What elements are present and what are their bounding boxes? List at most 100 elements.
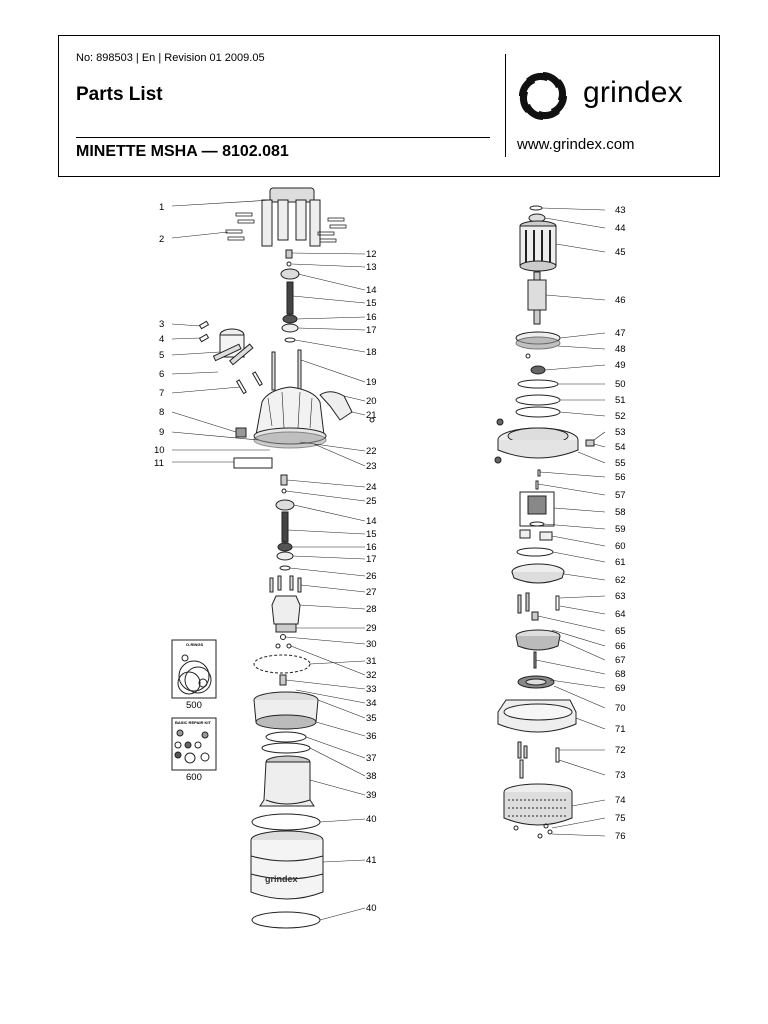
callout-2: 2 [159,234,164,245]
callout-69: 69 [615,683,626,694]
callout-40a: 40 [366,814,377,825]
callout-58: 58 [615,507,626,518]
callout-17a: 17 [366,325,377,336]
callout-53: 53 [615,427,626,438]
callout-35: 35 [366,713,377,724]
callout-74: 74 [615,795,626,806]
model-title: MINETTE MSHA — 8102.081 [76,143,289,160]
callout-15b: 15 [366,529,377,540]
callout-75: 75 [615,813,626,824]
callout-52: 52 [615,411,626,422]
callout-54: 54 [615,442,626,453]
callout-14b: 14 [366,516,377,527]
o-ring-kit-image [171,639,217,699]
callout-38: 38 [366,771,377,782]
callout-25: 25 [366,496,377,507]
callout-57: 57 [615,490,626,501]
header-box: No: 898503 | En | Revision 01 2009.05 Pa… [58,35,720,177]
callout-8: 8 [159,407,164,418]
stator-housing-part [259,731,315,807]
callout-33: 33 [366,684,377,695]
callout-16a: 16 [366,312,377,323]
callout-47: 47 [615,328,626,339]
callout-11: 11 [154,458,164,469]
callout-28: 28 [366,604,377,615]
callout-32: 32 [366,670,377,681]
callout-16b: 16 [366,542,377,553]
seal-and-impeller-parts [511,491,565,689]
callout-48: 48 [615,344,626,355]
callout-41: 41 [366,855,377,866]
callout-15a: 15 [366,298,377,309]
brand-name: grindex [583,76,683,109]
callout-59: 59 [615,524,626,535]
side-parts-left [198,320,273,469]
callout-26: 26 [366,571,377,582]
bolts-and-housing-part [269,575,302,649]
callout-51: 51 [615,395,626,406]
callout-13: 13 [366,262,377,273]
callout-60: 60 [615,541,626,552]
callout-34: 34 [366,698,377,709]
top-cover-part [253,349,375,449]
callout-40b: 40 [366,903,377,914]
callout-21: 21 [366,410,377,421]
callout-39: 39 [366,790,377,801]
kit-number-500: 500 [186,700,202,711]
callout-12: 12 [366,249,377,260]
document-number: No: 898503 | En | Revision 01 2009.05 [76,52,265,64]
callout-4: 4 [159,334,164,345]
cable-gland-parts [280,249,300,343]
callout-17b: 17 [366,554,377,565]
callout-56: 56 [615,472,626,483]
callout-31: 31 [366,656,377,667]
callout-45: 45 [615,247,626,258]
callout-63: 63 [615,591,626,602]
callout-55: 55 [615,458,626,469]
callout-65: 65 [615,626,626,637]
strainer-part [503,783,573,839]
callout-29: 29 [366,623,377,634]
callout-5: 5 [159,350,164,361]
callouts-left: 1 2 3 4 5 6 7 8 9 10 11 [154,202,165,469]
callout-43: 43 [615,205,626,216]
callout-6: 6 [159,369,164,380]
callout-37: 37 [366,753,377,764]
callout-23: 23 [366,461,377,472]
grindex-logo-icon [519,72,567,120]
callout-73: 73 [615,770,626,781]
callout-49: 49 [615,360,626,371]
handle-part [261,187,321,247]
callout-36: 36 [366,731,377,742]
repair-kit-image [171,717,217,771]
kit-labels: O-RINGS 500 BASIC REPAIR KIT 600 [175,642,211,783]
screws-part [225,212,347,243]
callout-72: 72 [615,745,626,756]
callout-3: 3 [159,319,164,330]
callout-9: 9 [159,427,164,438]
callout-14a: 14 [366,285,377,296]
callout-30: 30 [366,639,377,650]
callout-66: 66 [615,641,626,652]
callout-64: 64 [615,609,626,620]
callout-7: 7 [159,388,164,399]
callout-19: 19 [366,377,377,388]
callout-10: 10 [154,445,165,456]
callout-67: 67 [615,655,626,666]
website-link[interactable]: www.grindex.com [517,136,635,153]
callouts-right: 43 44 45 46 47 48 49 50 51 52 53 54 55 5… [615,205,626,842]
callout-18: 18 [366,347,377,358]
callout-61: 61 [615,557,626,568]
shaft-seal-parts [275,474,295,571]
callout-46: 46 [615,295,626,306]
motor-parts [515,205,561,418]
bearing-bracket-part [494,418,595,490]
outer-casing-part: grindex [250,813,324,929]
callout-24: 24 [366,482,377,493]
callouts-center: 12 13 14 15 16 17 18 19 20 21 22 23 24 2… [366,249,377,914]
repair-kit-title: BASIC REPAIR KIT [175,720,211,725]
callout-70: 70 [615,703,626,714]
callout-68: 68 [615,669,626,680]
callout-62: 62 [615,575,626,586]
o-ring-kit-title: O-RINGS [186,642,203,647]
